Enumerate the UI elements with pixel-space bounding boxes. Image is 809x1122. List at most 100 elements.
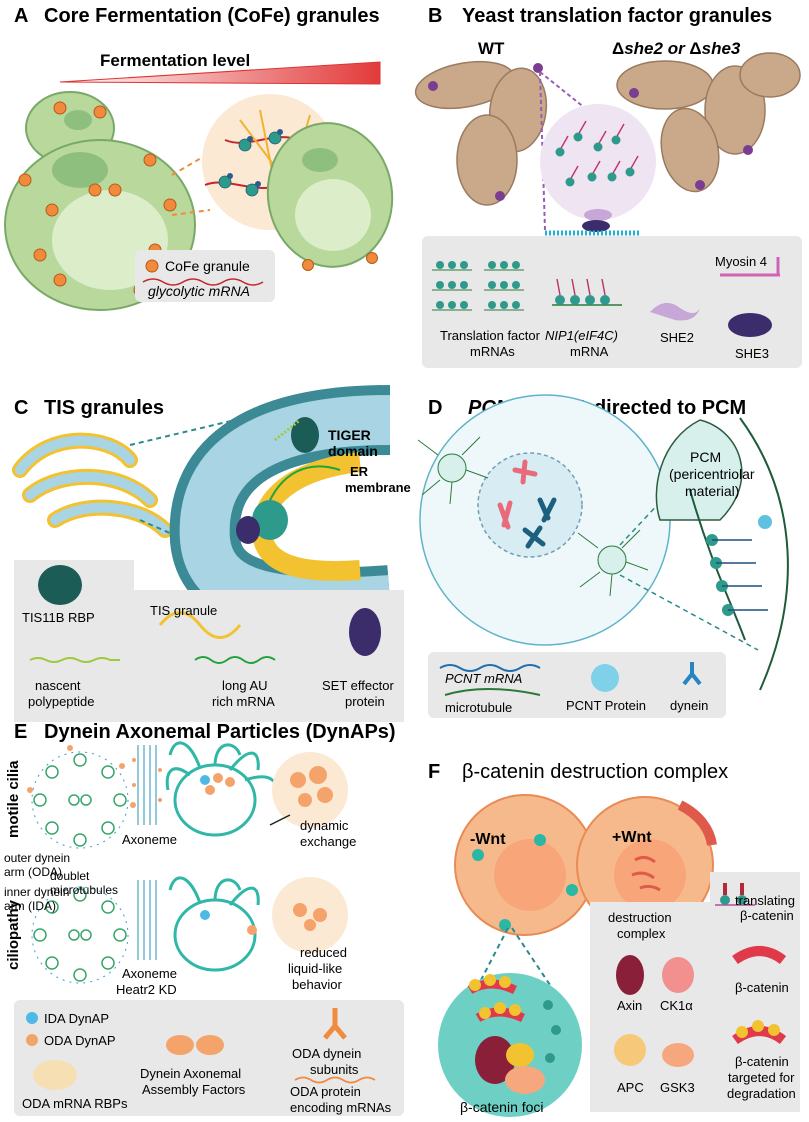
tf-mrna-icons bbox=[436, 261, 520, 309]
ida-label-line2: arm (IDA) bbox=[4, 899, 56, 913]
gsk3-icon bbox=[662, 1043, 694, 1067]
panel-f: F β-catenin destruction complex -Wnt +Wn… bbox=[428, 761, 800, 1117]
legend-nascent-line1: nascent bbox=[35, 678, 81, 693]
targeted-label-line2: targeted for bbox=[728, 1070, 795, 1085]
nip1-mrna-icon bbox=[552, 278, 622, 306]
legend-oda: ODA DynAP bbox=[44, 1033, 116, 1048]
axoneme2-label-line1: Axoneme bbox=[122, 966, 177, 981]
legend-pcnt-protein: PCNT Protein bbox=[566, 698, 646, 713]
legend-pcnt-mrna: PCNT mRNA bbox=[445, 671, 522, 686]
er-label-line2: membrane bbox=[345, 480, 411, 495]
legend-myosin4: Myosin 4 bbox=[715, 254, 767, 269]
tiger-label-line1: TIGER bbox=[328, 427, 371, 443]
fermentation-gradient-wedge bbox=[59, 61, 381, 85]
centrosomes bbox=[417, 436, 649, 597]
dynamic-label-line2: exchange bbox=[300, 834, 356, 849]
ida-dynap-icon bbox=[26, 1012, 38, 1024]
dynap-cluster-1 bbox=[290, 766, 333, 807]
mutant-label: Δshe2 or Δshe3 bbox=[612, 39, 741, 58]
cofe-granules-large bbox=[18, 101, 177, 297]
nucleus-d bbox=[477, 452, 583, 558]
pcm-label-line3: material) bbox=[685, 483, 739, 499]
ck1a-icon bbox=[662, 957, 694, 993]
legend-glycolytic-mrna: glycolytic mRNA bbox=[148, 283, 250, 299]
bcat-icon bbox=[732, 946, 787, 965]
panel-e-title: Dynein Axonemal Particles (DynAPs) bbox=[44, 721, 396, 743]
legend-she2: SHE2 bbox=[660, 330, 694, 345]
panel-a: A Core Fermentation (CoFe) granules Ferm… bbox=[4, 5, 394, 311]
legend-apc: APC bbox=[617, 1080, 644, 1095]
panel-b-title: Yeast translation factor granules bbox=[462, 5, 772, 27]
legend-au-line2: rich mRNA bbox=[212, 694, 275, 709]
panel-e-letter: E bbox=[14, 721, 27, 743]
panel-f-title: β-catenin destruction complex bbox=[462, 761, 728, 783]
tis-granule-icon bbox=[158, 611, 242, 639]
panel-a-legend bbox=[135, 250, 275, 302]
panel-a-title: Core Fermentation (CoFe) granules bbox=[44, 5, 380, 27]
legend-ida: IDA DynAP bbox=[44, 1011, 109, 1026]
panel-d-letter: D bbox=[428, 397, 442, 419]
legend-microtubule: microtubule bbox=[445, 700, 512, 715]
plus-wnt-label: +Wnt bbox=[612, 829, 652, 846]
long-au-mrna bbox=[264, 465, 341, 513]
ciliated-cell-2 bbox=[168, 876, 260, 972]
reduced-label-line3: behavior bbox=[292, 977, 343, 992]
panel-f-letter: F bbox=[428, 761, 440, 783]
axin-icon bbox=[616, 955, 644, 995]
doublet-label-line1: doublet bbox=[50, 869, 90, 883]
panel-c-letter: C bbox=[14, 397, 28, 419]
reduced-zoom bbox=[272, 877, 348, 953]
glycolytic-mrna-legend-icon bbox=[142, 278, 264, 286]
targeted-label-line3: degradation bbox=[727, 1086, 796, 1101]
oda-subunits-icon bbox=[323, 1008, 347, 1040]
wt-label: WT bbox=[478, 39, 505, 58]
doublet-label-line2: microtubules bbox=[50, 883, 118, 897]
legend-daaf-line1: Dynein Axonemal bbox=[140, 1066, 241, 1081]
legend-cofe-granule: CoFe granule bbox=[165, 258, 250, 274]
tis11b-rbp-icon bbox=[38, 565, 82, 605]
au-mrna-icon bbox=[194, 656, 276, 664]
er-label-line1: ER bbox=[350, 464, 369, 479]
translating-bcat-icon bbox=[715, 883, 755, 906]
oda-dynap-icon bbox=[26, 1034, 38, 1046]
pcm-label-line1: PCM bbox=[690, 449, 721, 465]
legend-dynein: dynein bbox=[670, 698, 708, 713]
apc-icon bbox=[614, 1034, 646, 1066]
panel-c-legend bbox=[14, 560, 404, 722]
legend-nip1-line1: NIP1(eIF4C) bbox=[545, 328, 618, 343]
pcm-label-line2: (pericentriolar bbox=[669, 466, 755, 482]
panel-b-legend bbox=[422, 236, 802, 368]
legend-nascent-line2: polypeptide bbox=[28, 694, 95, 709]
axoneme-long-2 bbox=[137, 880, 157, 960]
panel-e-legend bbox=[14, 1000, 404, 1116]
reduced-label-line1: reduced bbox=[300, 945, 347, 960]
oda-encoding-mrna-icon bbox=[294, 1076, 376, 1084]
oda-label-line2: arm (ODA) bbox=[4, 865, 62, 879]
panel-c-title: TIS granules bbox=[44, 397, 164, 419]
legend-rbps: ODA mRNA RBPs bbox=[22, 1096, 128, 1111]
fermentation-level-label: Fermentation level bbox=[100, 51, 250, 70]
minus-wnt-label: -Wnt bbox=[470, 831, 506, 848]
translating-bcat-cluster bbox=[677, 800, 717, 846]
axoneme-label: Axoneme bbox=[122, 832, 177, 847]
daaf-icon bbox=[166, 1035, 224, 1055]
legend-au-line1: long AU bbox=[222, 678, 268, 693]
targeted-label-line1: β-catenin bbox=[735, 1054, 789, 1069]
dynamic-exchange-zoom bbox=[272, 752, 348, 828]
axoneme2-label-line2: Heatr2 KD bbox=[116, 982, 177, 997]
tf-granule-contents bbox=[555, 120, 639, 232]
panel-d: D PCNT mRNA directed to PCM PCM (pericen… bbox=[417, 394, 789, 718]
legend-set-line1: SET effector bbox=[322, 678, 394, 693]
tis-complex bbox=[236, 417, 319, 544]
axoneme-long-1 bbox=[132, 745, 162, 825]
legend-tis11b: TIS11B RBP bbox=[22, 610, 95, 625]
small-nucleus bbox=[295, 179, 371, 251]
legend-set-line2: protein bbox=[345, 694, 385, 709]
row-label-motile-cilia: motile cilia bbox=[5, 760, 22, 838]
vacuole bbox=[52, 152, 108, 188]
legend-subunits-line1: ODA dynein bbox=[292, 1046, 361, 1061]
legend-tf-mrnas-line2: mRNAs bbox=[470, 344, 515, 359]
yeast-cells bbox=[414, 52, 801, 206]
complex-label-line2: complex bbox=[617, 926, 666, 941]
legend-subunits-line2: subunits bbox=[310, 1062, 359, 1077]
